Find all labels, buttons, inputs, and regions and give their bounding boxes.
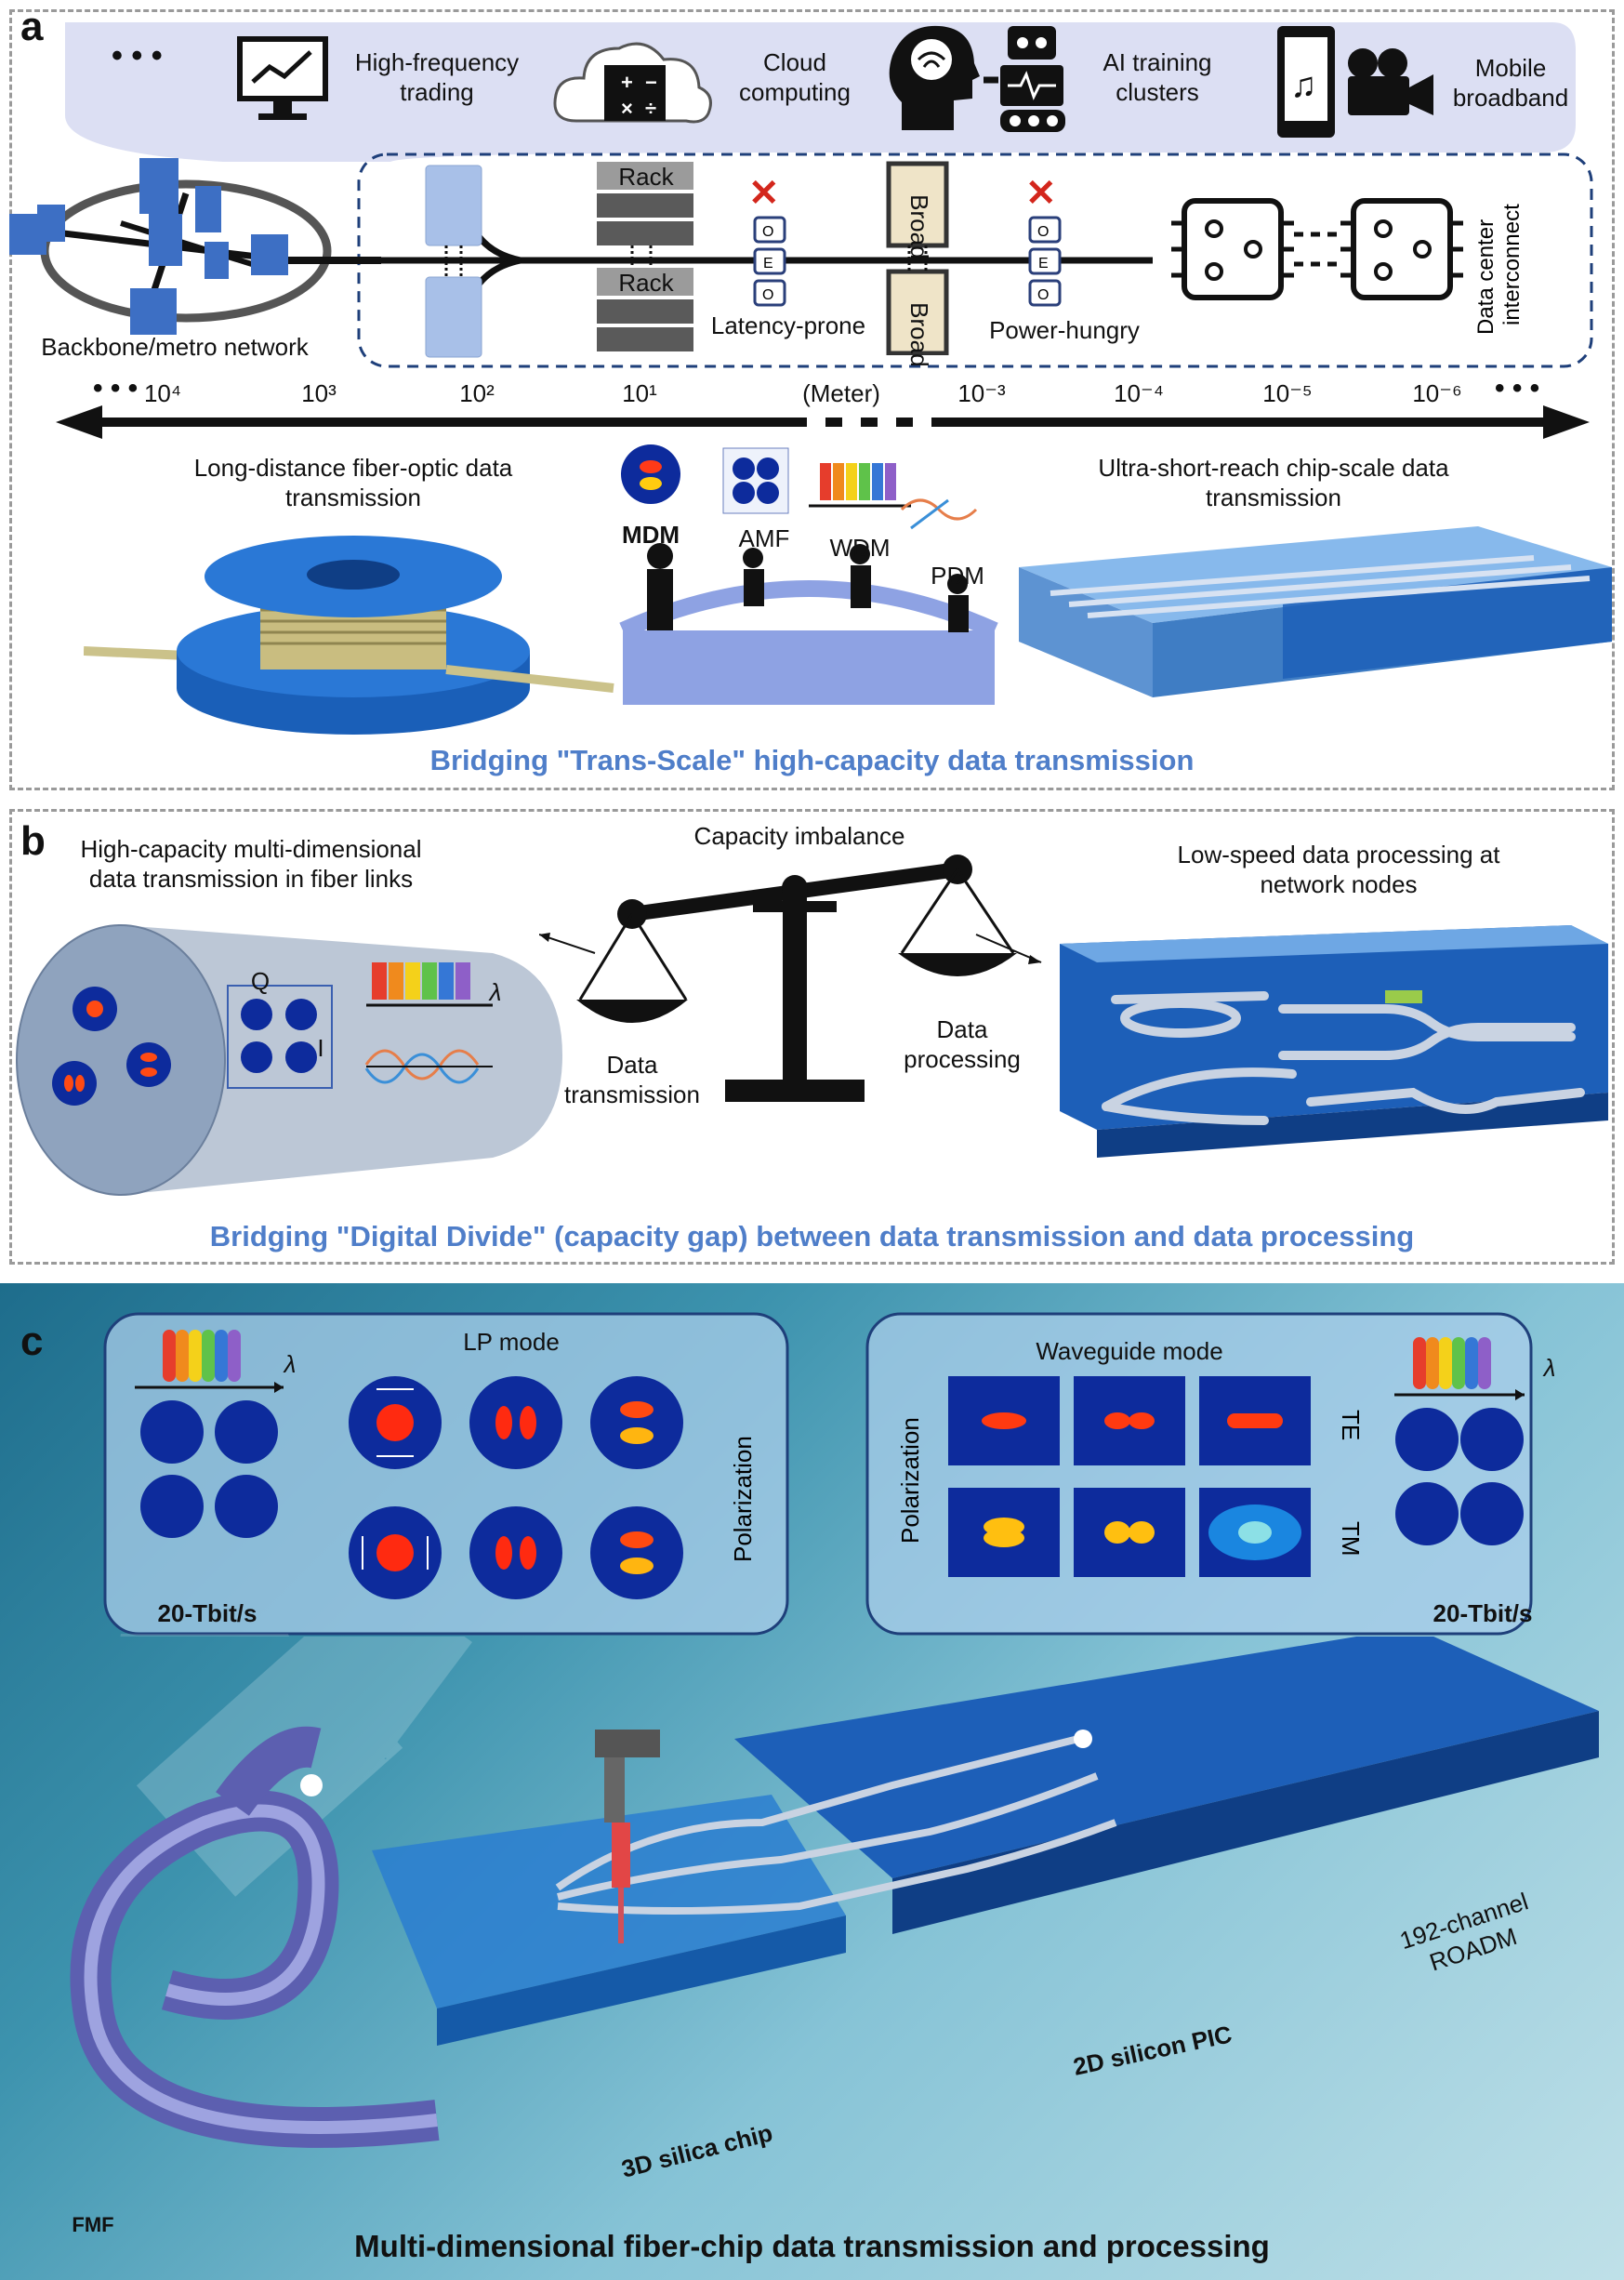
svg-text:−: − xyxy=(645,71,657,94)
data-processing-label: Data processing xyxy=(904,1015,1021,1073)
multiplexing-bridge xyxy=(619,444,998,705)
panel-c-title: Multi-dimensional fiber-chip data transm… xyxy=(354,2229,1270,2263)
scale-tick-label: 10⁴ xyxy=(143,379,182,407)
fiber-spool xyxy=(84,536,614,735)
ai-brain-robot-icon xyxy=(889,25,1065,132)
tm-label: TM xyxy=(1337,1521,1365,1557)
panel-b-label: b xyxy=(20,818,46,864)
amf-label: AMF xyxy=(738,524,790,552)
scale-tick-label: 10⁻⁵ xyxy=(1262,379,1313,407)
panel-a-label: a xyxy=(20,4,44,49)
monitor-chart-icon xyxy=(237,36,328,120)
panel-b xyxy=(9,809,1615,1265)
pdm-label: PDM xyxy=(931,562,984,590)
te-label: TE xyxy=(1337,1410,1365,1440)
rack-label-top: Rack xyxy=(618,163,674,191)
power-label: Power-hungry xyxy=(989,316,1140,344)
chip-interconnect-icons xyxy=(1171,198,1463,300)
waveguide-mode-label: Waveguide mode xyxy=(1036,1337,1223,1365)
backbone-network-diagram xyxy=(9,158,381,335)
latency-label: Latency-prone xyxy=(710,312,866,339)
panel-a-title: Bridging "Trans-Scale" high-capacity dat… xyxy=(429,744,1195,776)
svg-text:E: E xyxy=(1038,256,1049,272)
svg-text:+: + xyxy=(621,71,633,94)
dci-label-1: Data center xyxy=(1473,219,1499,335)
scale-tick-label: 10⁻⁴ xyxy=(1114,379,1164,407)
scale-tick-label: 10³ xyxy=(301,379,337,407)
data-center-buildings-icon xyxy=(425,165,482,358)
scale-unit: (Meter) xyxy=(802,379,880,407)
te-tm-labels: TE TM xyxy=(1337,1410,1365,1557)
panel-a xyxy=(9,9,1615,790)
wdm-constellation-left xyxy=(135,1330,284,1538)
polarization-label-right: Polarization xyxy=(896,1417,924,1544)
cloud-label: Cloud computing xyxy=(739,48,851,106)
fiber-cylinder xyxy=(16,924,562,1196)
apps-ellipsis: • • • xyxy=(112,38,163,73)
scale-tick-label: 10⁻³ xyxy=(957,379,1006,407)
ultra-short-label: Ultra-short-reach chip-scale data transm… xyxy=(1098,454,1449,511)
i-label: I xyxy=(317,1034,324,1062)
svg-text:O: O xyxy=(762,224,773,240)
fiber-text: High-capacity multi-dimensional data tra… xyxy=(80,835,422,893)
low-speed-label: Low-speed data processing at network nod… xyxy=(1177,841,1500,898)
processing-chip xyxy=(1060,925,1608,1158)
svg-text:O: O xyxy=(762,287,773,303)
ai-label: AI training clusters xyxy=(1102,48,1212,106)
long-distance-label: Long-distance fiber-optic data transmiss… xyxy=(193,454,513,511)
rate-right: 20-Tbit/s xyxy=(1433,1599,1533,1627)
svg-text:O: O xyxy=(1037,287,1049,303)
panel-c-label: c xyxy=(20,1319,44,1364)
svg-text:×: × xyxy=(621,97,633,120)
svg-text:O: O xyxy=(1037,224,1049,240)
polarization-label-left-wrap: Polarization xyxy=(729,1436,757,1562)
fiber-chip-scene xyxy=(70,1637,1599,2148)
svg-text:÷: ÷ xyxy=(645,97,656,120)
fmf-label: FMF xyxy=(72,2213,114,2236)
lambda-label-right: λ xyxy=(1543,1354,1556,1382)
application-bubble xyxy=(65,22,1576,162)
scale-arrow xyxy=(56,405,1590,439)
rate-left: 20-Tbit/s xyxy=(157,1599,257,1627)
mobile-label: Mobile broadband xyxy=(1452,54,1569,112)
dci-label-wrap: Data center interconnect xyxy=(1473,204,1525,335)
wdm-label: WDM xyxy=(829,534,891,562)
hft-label: High-frequency trading xyxy=(354,48,520,106)
capacity-label: Capacity imbalance xyxy=(693,822,905,850)
power-cross-icon: ✕ xyxy=(1025,173,1057,214)
oeo-converter-icon: OEO xyxy=(753,216,786,307)
lp-mode-profiles xyxy=(349,1376,683,1599)
q-label: Q xyxy=(250,967,271,995)
lambda-label-left: λ xyxy=(284,1350,297,1378)
scale-tick-label: 10¹ xyxy=(622,379,657,407)
scale-dots-right: • • • xyxy=(1495,373,1540,404)
data-transmission-label: Data transmission xyxy=(564,1051,700,1108)
svg-text:♫: ♫ xyxy=(1290,66,1317,105)
broad-boards-icon xyxy=(886,161,949,355)
rack-label-bottom: Rack xyxy=(618,269,674,297)
wdm-constellation-right xyxy=(1394,1337,1525,1545)
dci-label-2: interconnect xyxy=(1499,204,1525,325)
latency-cross-icon: ✕ xyxy=(748,173,780,214)
scale-tick-label: 10⁻⁶ xyxy=(1412,379,1462,407)
phone-camera-icon: ♫ xyxy=(1277,26,1433,138)
balance-scale xyxy=(539,855,1042,1102)
svg-text:E: E xyxy=(763,256,773,272)
polarization-label-left: Polarization xyxy=(729,1436,757,1562)
cloud-calculator-icon: + − × ÷ xyxy=(553,42,712,124)
backbone-label: Backbone/metro network xyxy=(41,333,309,361)
rack-server-icons xyxy=(597,162,693,351)
scale-tick-label: 10² xyxy=(459,379,495,407)
panel-b-title: Bridging "Digital Divide" (capacity gap)… xyxy=(209,1220,1415,1253)
scale-dots-left: • • • xyxy=(93,373,139,404)
mdm-label: MDM xyxy=(621,521,680,549)
oeo-converter-icon-2: OEO xyxy=(1028,216,1062,307)
lp-mode-label: LP mode xyxy=(463,1328,560,1356)
waveguide-mode-profiles xyxy=(948,1376,1311,1577)
chip-slab xyxy=(1019,526,1612,697)
broad-label-top: Broad xyxy=(904,194,933,259)
broad-label-bottom: Broad xyxy=(904,302,933,367)
lambda-label-b: λ xyxy=(489,978,502,1006)
polarization-label-right-wrap: Polarization xyxy=(896,1417,924,1544)
